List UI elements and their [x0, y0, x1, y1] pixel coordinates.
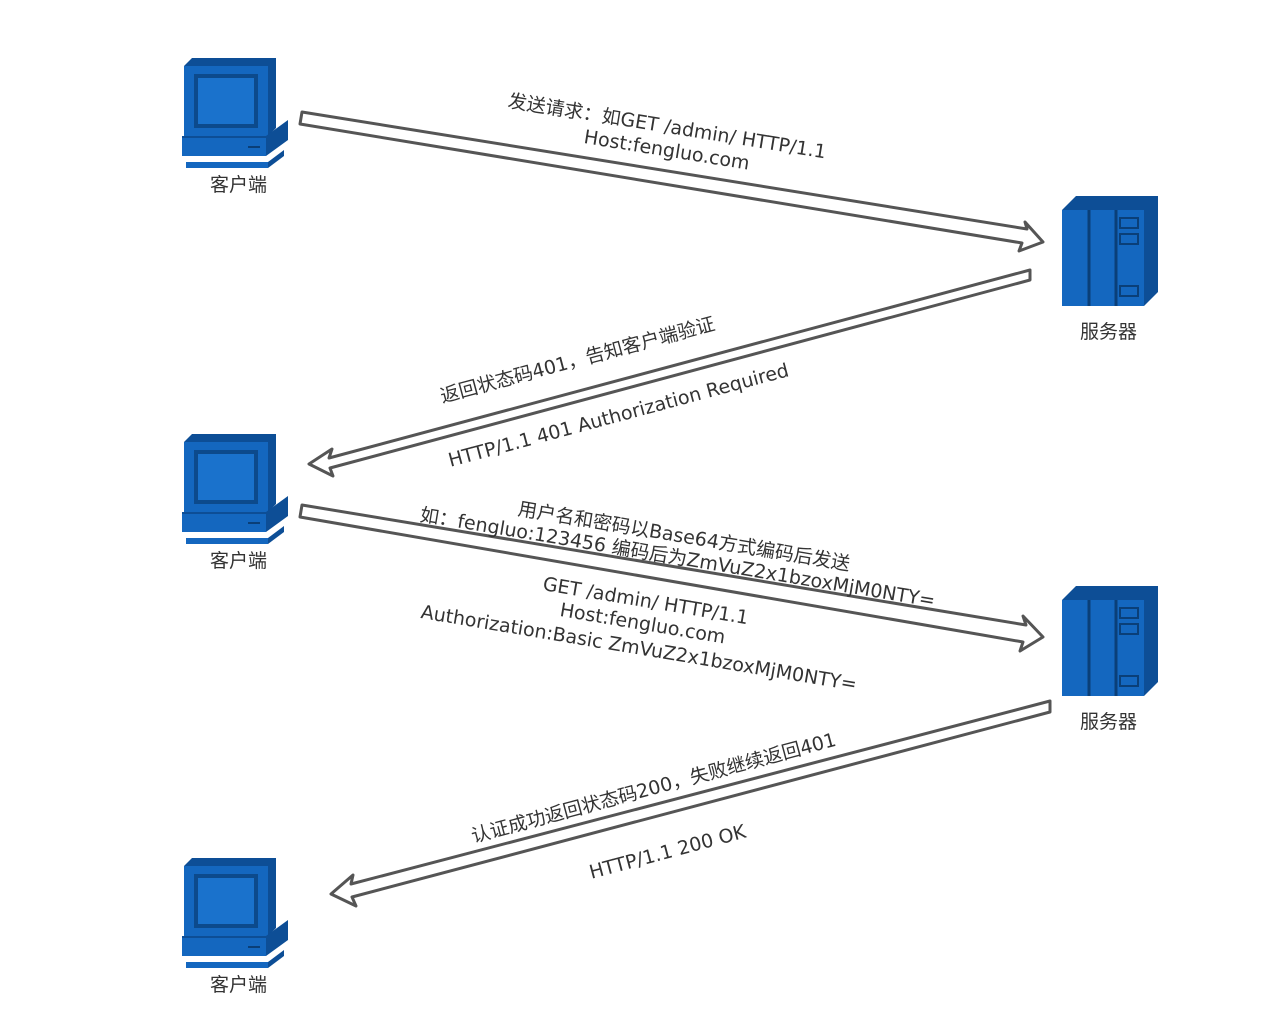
server-icon-2 [1060, 584, 1160, 698]
client-computer-icon-3 [181, 857, 289, 969]
client-computer-icon-2 [181, 433, 289, 545]
client-computer-icon-1 [181, 57, 289, 169]
client-label-1: 客户端 [210, 174, 268, 196]
server-label-1: 服务器 [1080, 321, 1138, 343]
arrow-request [298, 110, 1045, 253]
client-label-3: 客户端 [210, 974, 268, 996]
client-label-2: 客户端 [210, 550, 268, 572]
server-icon-1 [1060, 194, 1160, 308]
arrow-200-response [329, 699, 1052, 908]
arrow-401-response [307, 268, 1032, 478]
arrow-auth-request [298, 503, 1045, 653]
server-label-2: 服务器 [1080, 711, 1138, 733]
